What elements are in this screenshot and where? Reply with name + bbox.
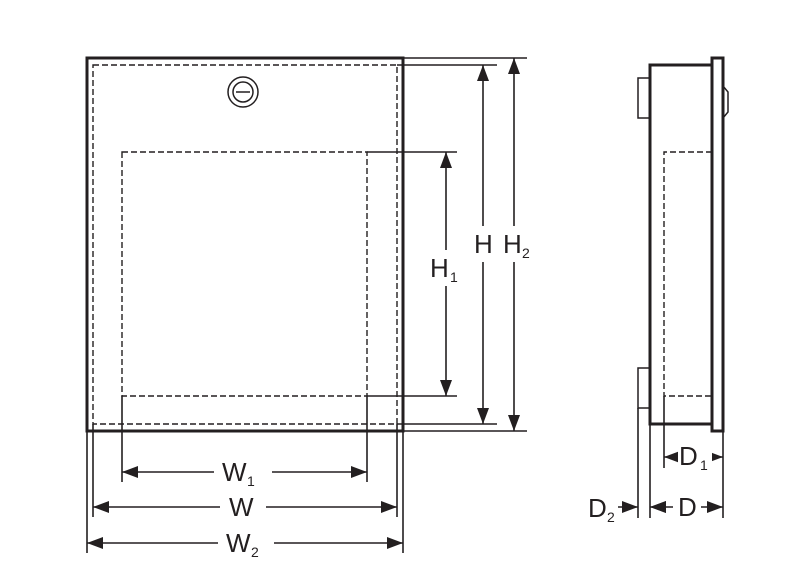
lock-icon bbox=[227, 76, 259, 108]
w-label: W bbox=[229, 492, 254, 522]
h-label: H bbox=[474, 229, 493, 259]
d2-subscript: 2 bbox=[607, 509, 615, 525]
h2-label: H bbox=[503, 229, 522, 259]
h1-subscript: 1 bbox=[450, 269, 458, 285]
d1-subscript: 1 bbox=[700, 457, 708, 473]
w2-label: W bbox=[226, 528, 251, 558]
d1-label: D bbox=[679, 441, 698, 471]
side-lock-knob bbox=[722, 85, 729, 119]
dimension-w1: W 1 bbox=[122, 456, 367, 489]
front-view: W 1 W W 2 H 1 bbox=[85, 56, 534, 560]
dimension-d: D bbox=[650, 491, 723, 523]
d2-label: D bbox=[588, 493, 607, 523]
dimension-h2: H 2 bbox=[500, 58, 534, 431]
dimension-h: H bbox=[469, 65, 497, 424]
side-lower-hinge-bracket bbox=[637, 367, 651, 409]
side-upper-hinge-bracket bbox=[637, 77, 651, 119]
dimension-d2: D 2 bbox=[588, 493, 666, 525]
d-label: D bbox=[678, 492, 697, 522]
dimension-d1: D 1 bbox=[664, 441, 723, 473]
side-window-dashed-outline bbox=[663, 151, 712, 397]
dimension-w: W bbox=[93, 491, 397, 523]
w1-label: W bbox=[222, 457, 247, 487]
front-window-dashed-outline bbox=[121, 151, 368, 397]
h1-label: H bbox=[430, 253, 449, 283]
w1-subscript: 1 bbox=[247, 473, 255, 489]
dimension-h1: H 1 bbox=[426, 152, 466, 396]
front-enclosure-outline bbox=[85, 56, 405, 433]
side-body-outline bbox=[648, 63, 714, 426]
w2-subscript: 2 bbox=[251, 544, 259, 560]
front-door-dashed-outline bbox=[92, 64, 398, 425]
dimension-w2: W 2 bbox=[87, 527, 403, 560]
side-view: D 1 D 2 D bbox=[588, 56, 729, 525]
h2-subscript: 2 bbox=[522, 245, 530, 261]
side-door-outline bbox=[710, 56, 725, 433]
